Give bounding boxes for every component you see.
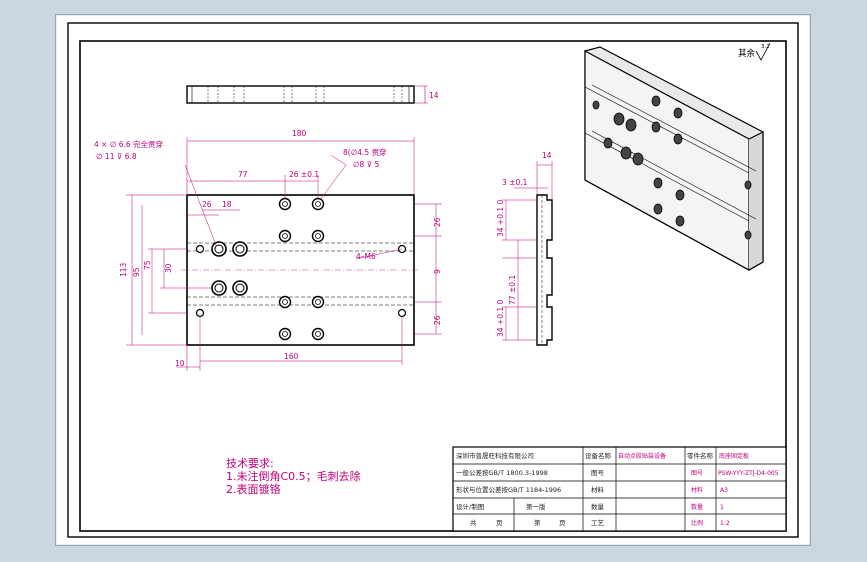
drawing-canvas: 14 bbox=[67, 22, 799, 538]
dim-160: 160 bbox=[284, 352, 299, 361]
tb-scale-value: 1:2 bbox=[720, 520, 730, 527]
tb-page-label-2: 页 bbox=[559, 519, 566, 527]
dim-77: 77 bbox=[238, 170, 248, 179]
technical-requirements: 技术要求: 1.未注倒角C0.5；毛刺去除 2.表面镀铬 bbox=[226, 457, 361, 496]
outer-frame bbox=[67, 22, 799, 538]
requirements-line-2: 2.表面镀铬 bbox=[226, 482, 281, 496]
side-view: 14 3 ±0.1 34 +0.1 0 77 ±0.1 34 +0.1 0 bbox=[496, 151, 553, 346]
hole-note-1a: 4 × ∅ 6.6 完全贯穿 bbox=[94, 139, 163, 149]
dim-26-r1: 26 bbox=[433, 217, 442, 227]
dim-95: 95 bbox=[132, 267, 141, 277]
dim-side-14: 14 bbox=[542, 151, 552, 160]
top-view: 14 bbox=[186, 85, 439, 104]
tb-version: 第一版 bbox=[526, 502, 546, 511]
dim-26b: 26 bbox=[202, 200, 212, 209]
hole-note-1b: ∅ 11 ⊽ 6.8 bbox=[96, 152, 137, 161]
tb-material-label-2: 材料 bbox=[691, 486, 703, 494]
hole-note-2a: 8(∅4.5 贯穿 bbox=[343, 147, 387, 157]
tb-process-label: 工艺 bbox=[591, 519, 605, 527]
surface-value: 3.2 bbox=[761, 44, 770, 50]
requirements-title: 技术要求: bbox=[226, 457, 274, 470]
isometric-view bbox=[584, 46, 764, 272]
dim-75: 75 bbox=[143, 260, 152, 270]
hole-note-2b: ∅8 ⊽ 5 bbox=[353, 160, 380, 169]
dim-side-34a: 34 +0.1 0 bbox=[496, 199, 505, 237]
dim-side-3: 3 ±0.1 bbox=[502, 178, 528, 187]
surface-finish-symbol: 其余 3.2 bbox=[738, 42, 771, 61]
dim-113: 113 bbox=[119, 262, 128, 277]
tb-qty-value: 1 bbox=[720, 504, 724, 511]
tb-designer: 设计/制图 bbox=[456, 502, 484, 511]
tb-company: 深圳市普晟旺科技有限公司 bbox=[456, 451, 534, 460]
dim-18: 18 bbox=[222, 200, 232, 209]
tb-total-label: 共 bbox=[470, 518, 477, 527]
surface-symbol-label: 其余 bbox=[738, 48, 756, 59]
dim-26-r3: 26 bbox=[433, 315, 442, 325]
tb-drawing-no-value: PSW-YYY-ZTJ-D4-005 bbox=[718, 470, 779, 477]
front-view: 180 4 × ∅ 6.6 完全贯穿 ∅ 11 ⊽ 6.8 8(∅4.5 贯穿 … bbox=[94, 129, 442, 371]
tb-drawing-no-label: 图号 bbox=[591, 469, 605, 477]
tb-material-label: 材料 bbox=[591, 485, 605, 494]
tb-part-label: 零件名称 bbox=[687, 451, 714, 460]
dim-side-77: 77 ±0.1 bbox=[508, 275, 517, 305]
tb-equipment-value: 自动点胶贴装设备 bbox=[618, 452, 666, 460]
tb-material-value: A3 bbox=[720, 487, 728, 494]
dim-30: 30 bbox=[164, 263, 173, 273]
tb-general-tol: 一般公差按GB/T 1800.3-1998 bbox=[456, 468, 548, 477]
dim-10: 10 bbox=[175, 359, 185, 368]
dim-9: 9 bbox=[433, 269, 442, 274]
tb-equipment-label: 设备名称 bbox=[585, 451, 612, 460]
tb-drawing-no-label-2: 图号 bbox=[691, 470, 703, 477]
tb-page-label: 第 bbox=[534, 518, 541, 527]
dim-26-tol: 26 ±0.1 bbox=[289, 170, 319, 179]
tb-qty-label: 数量 bbox=[591, 502, 605, 511]
dim-180: 180 bbox=[292, 129, 307, 138]
tb-part-value: 底座固定板 bbox=[719, 452, 749, 460]
requirements-line-1: 1.未注倒角C0.5；毛刺去除 bbox=[226, 469, 361, 483]
tb-qty-label-2: 数量 bbox=[691, 503, 703, 511]
inner-frame bbox=[79, 40, 787, 532]
dim-4m6: 4–M6 bbox=[356, 252, 376, 261]
title-block: 深圳市普晟旺科技有限公司 设备名称 自动点胶贴装设备 零件名称 底座固定板 一般… bbox=[452, 446, 787, 532]
tb-scale-label: 比例 bbox=[691, 519, 703, 527]
dim-side-34b: 34 +0.1 0 bbox=[496, 299, 505, 337]
tb-geo-tol: 形状与位置公差按GB/T 1184-1996 bbox=[456, 485, 561, 494]
dim-top-thickness: 14 bbox=[429, 91, 439, 100]
drawing-sheet: 14 bbox=[55, 14, 811, 546]
tb-pages-label: 页 bbox=[496, 519, 503, 527]
